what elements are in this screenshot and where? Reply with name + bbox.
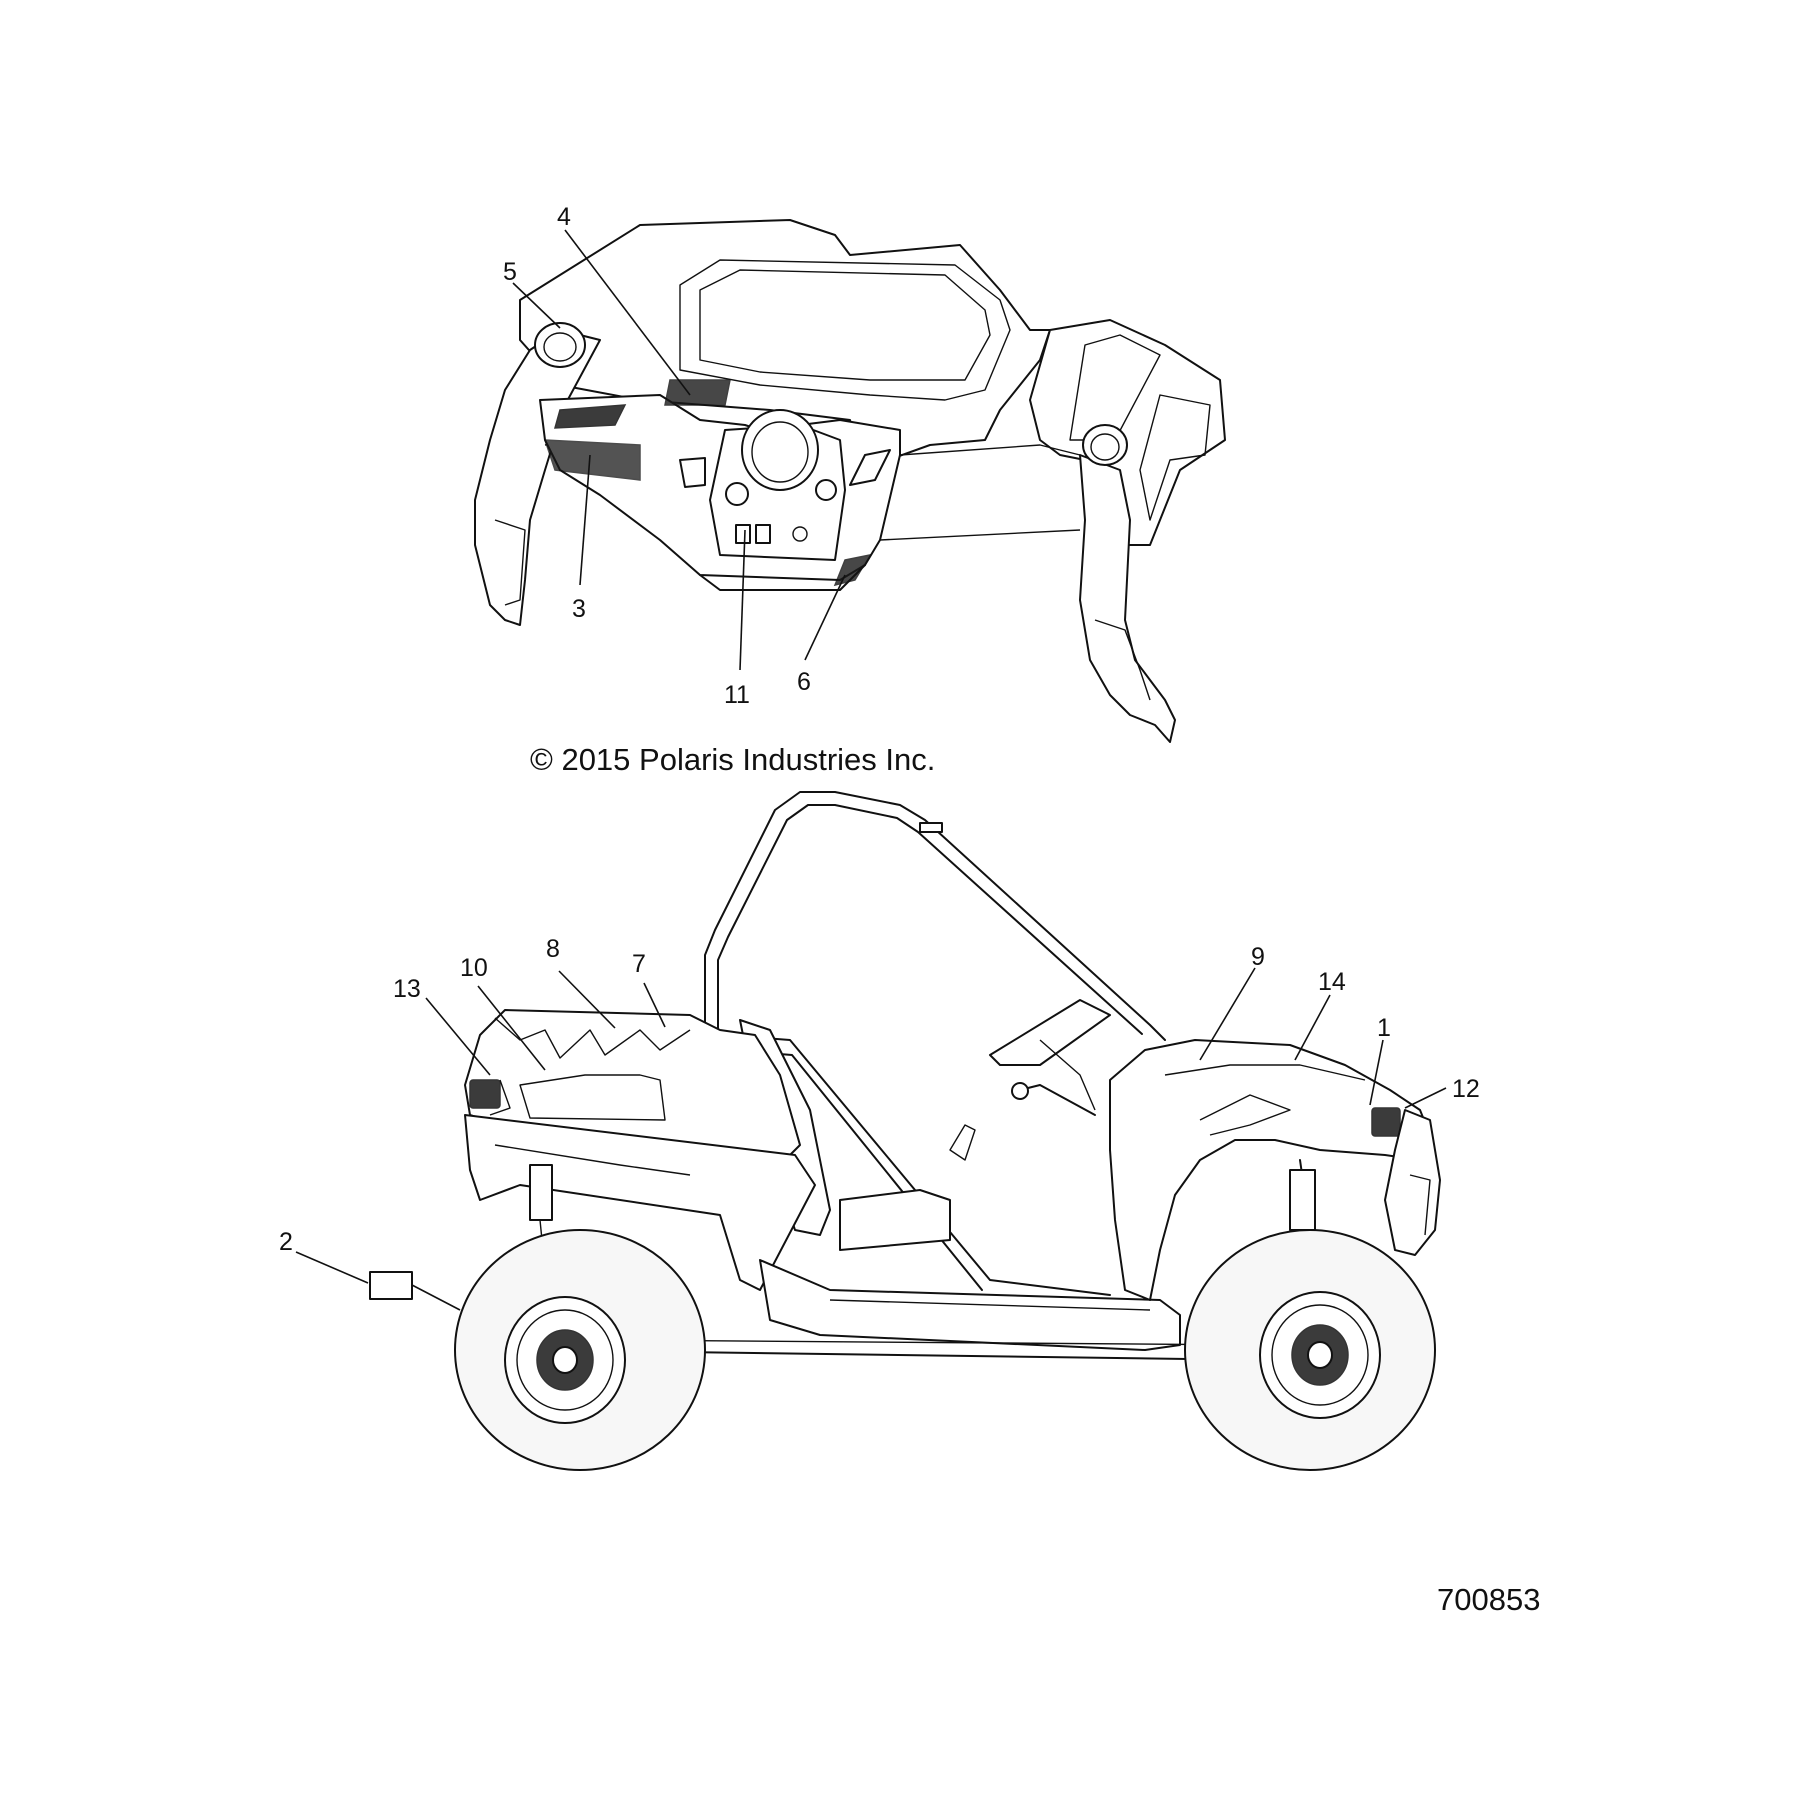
vehicle-side-view <box>454 791 1441 1471</box>
decal-item-2-box <box>369 1271 413 1300</box>
callout-8: 8 <box>546 935 560 963</box>
callout-11: 11 <box>724 681 750 709</box>
dashboard-hood-assembly <box>474 219 1226 743</box>
callout-13: 13 <box>393 975 421 1003</box>
drawing-number: 700853 <box>1437 1582 1540 1617</box>
bottom-callout-leaders <box>295 967 1447 1311</box>
callout-1: 1 <box>1377 1014 1391 1042</box>
copyright-notice: © 2015 Polaris Industries Inc. <box>530 742 935 777</box>
callout-labels: 5 4 3 11 6 13 10 8 7 9 14 1 12 2 <box>279 203 1480 1256</box>
callout-12: 12 <box>1452 1075 1480 1103</box>
callout-5: 5 <box>503 258 517 286</box>
callout-9: 9 <box>1251 943 1265 971</box>
callout-3: 3 <box>572 595 586 623</box>
callout-14: 14 <box>1318 968 1346 996</box>
callout-10: 10 <box>460 954 488 982</box>
callout-2: 2 <box>279 1228 293 1256</box>
top-callout-leaders <box>512 229 846 671</box>
callout-7: 7 <box>632 950 646 978</box>
callout-6: 6 <box>797 668 811 696</box>
callout-4: 4 <box>557 203 571 231</box>
